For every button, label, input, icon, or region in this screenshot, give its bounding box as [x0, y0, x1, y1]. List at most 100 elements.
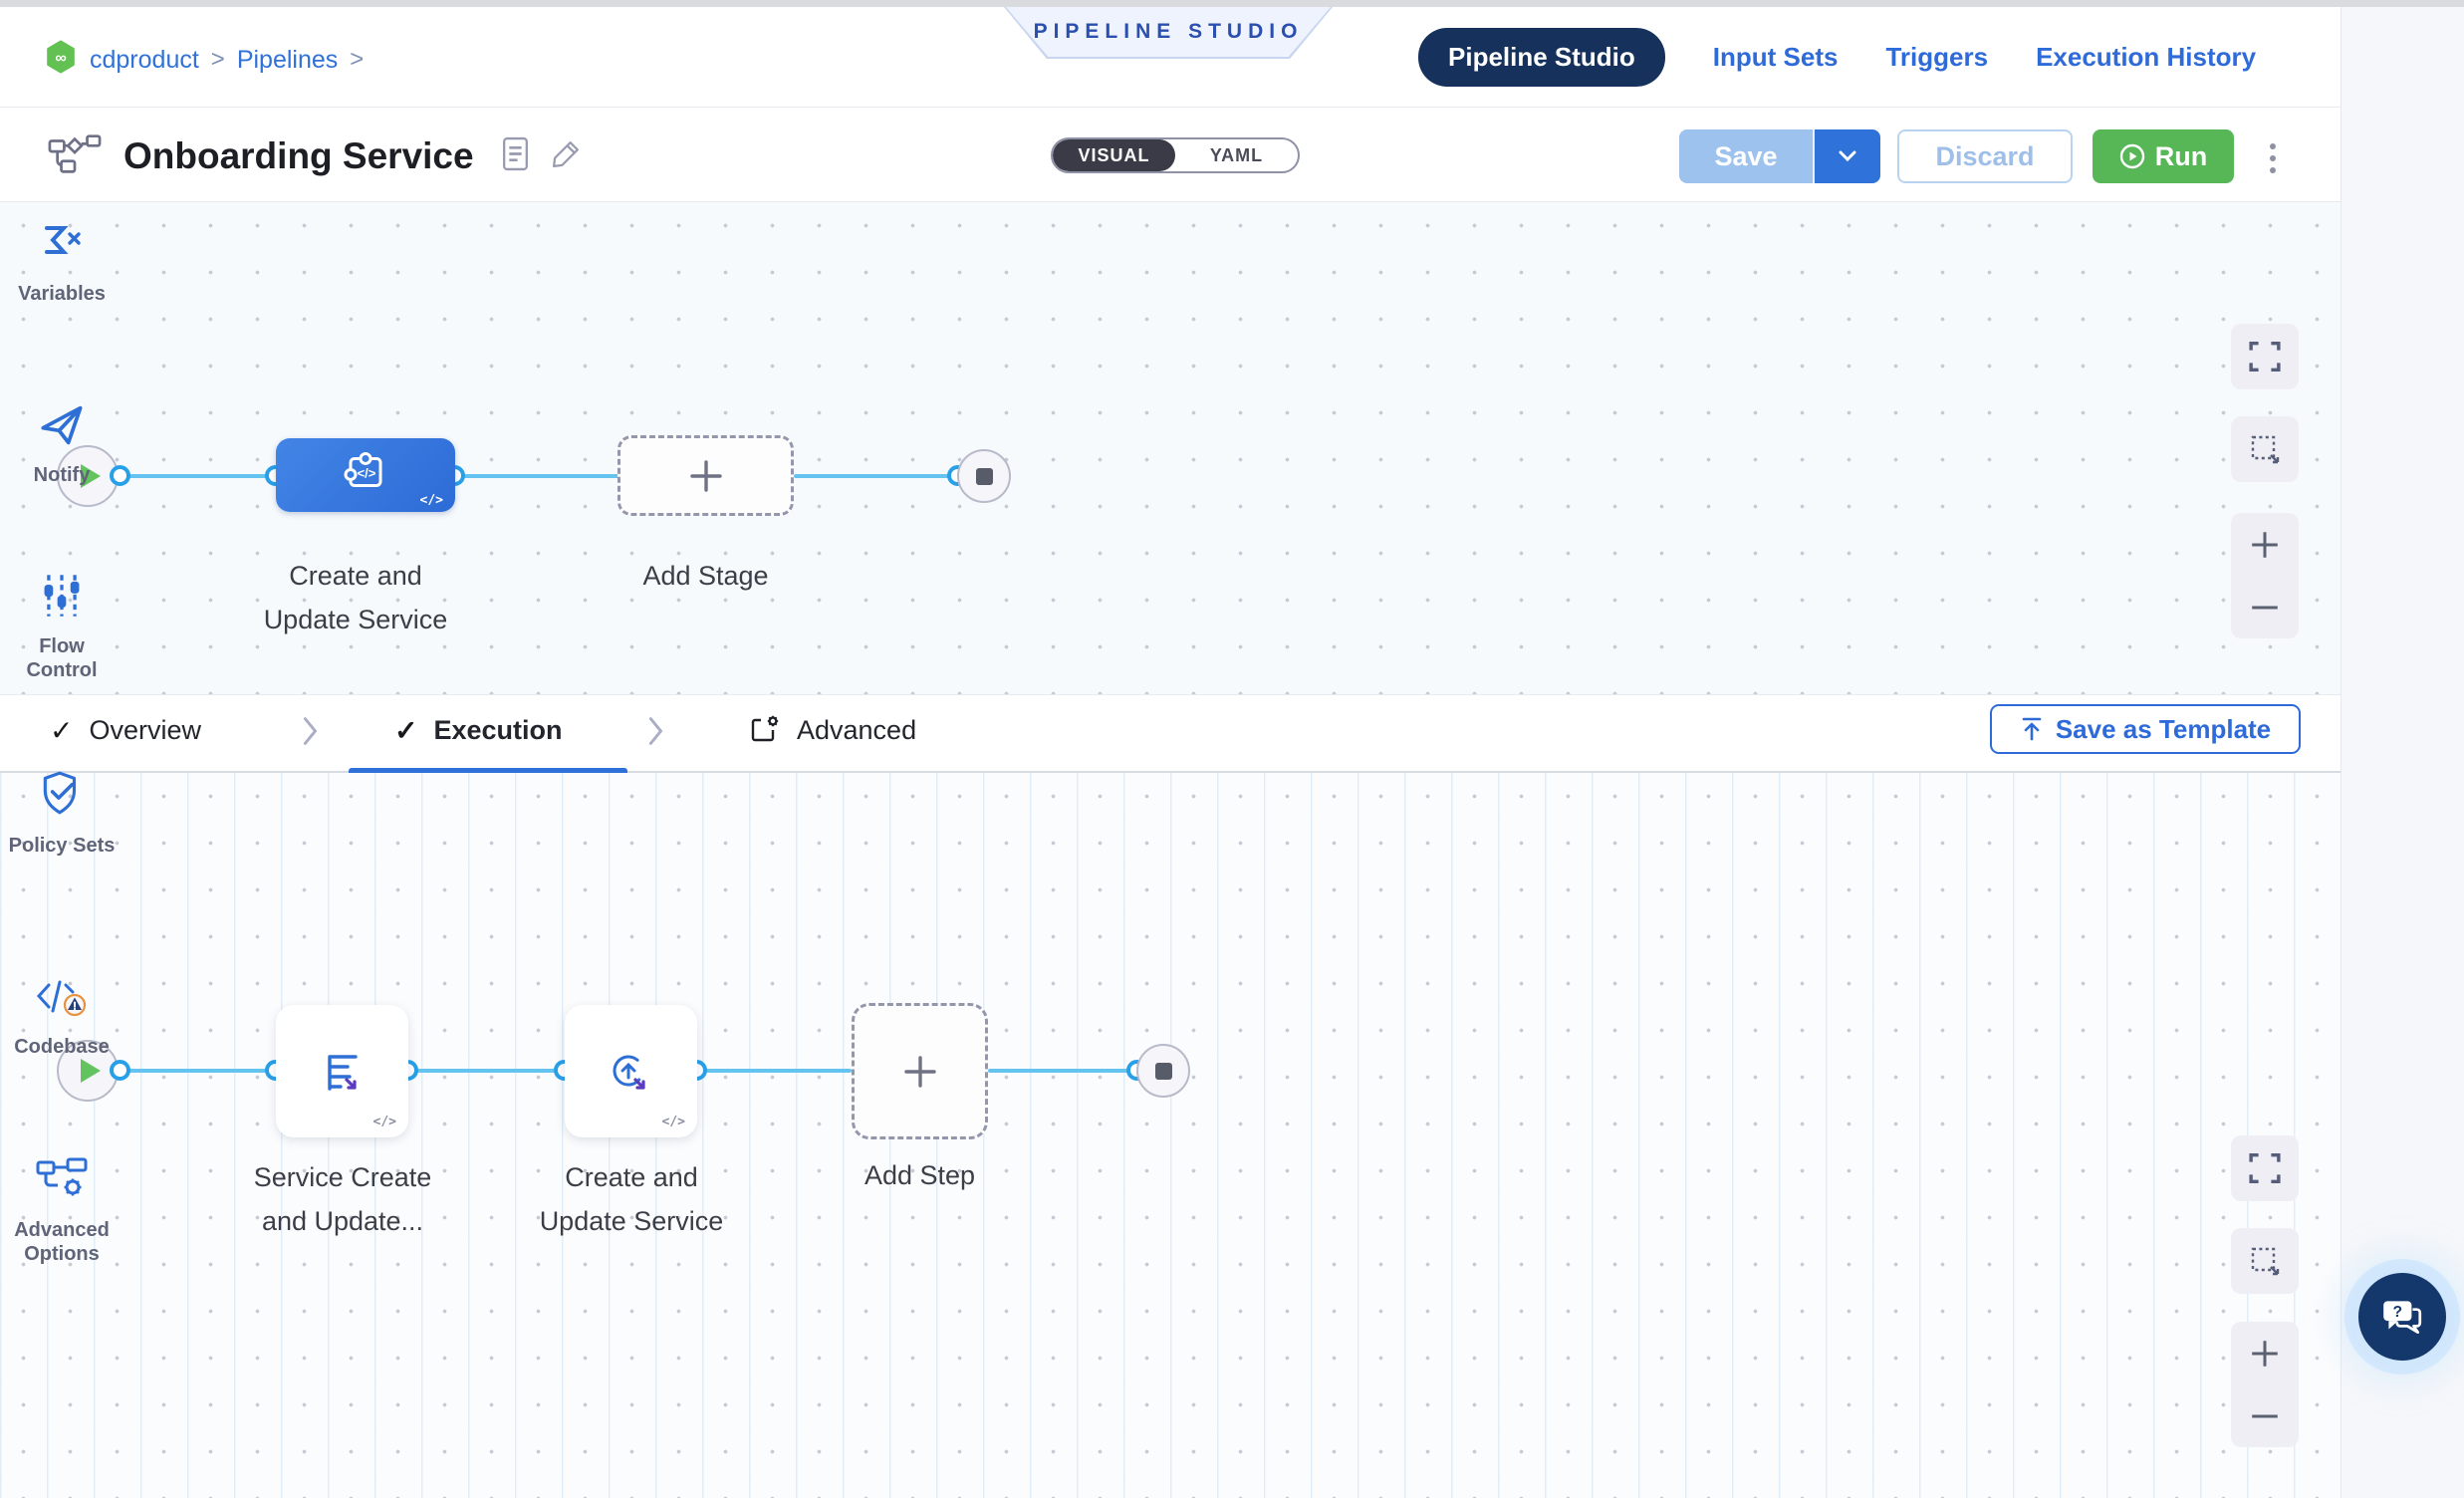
tab-overview[interactable]: ✓ Overview — [50, 714, 201, 747]
breadcrumb-separator: > — [210, 46, 225, 73]
tab-execution-history[interactable]: Execution History — [2036, 42, 2257, 72]
step-node-create-update-service[interactable]: </> — [565, 1005, 697, 1137]
service-script-icon — [317, 1049, 369, 1106]
start-play-icon — [81, 464, 101, 488]
multi-select-button[interactable] — [2231, 416, 2299, 482]
sidebar-item-label: Advanced Options — [14, 1219, 110, 1265]
sidebar-item-label: Notify — [33, 464, 91, 486]
page-title: Onboarding Service — [123, 135, 474, 176]
run-button[interactable]: Run — [2093, 129, 2234, 183]
svg-text:?: ? — [2393, 1304, 2403, 1321]
save-as-template-button[interactable]: Save as Template — [1990, 704, 2301, 754]
active-tab-underline — [349, 768, 627, 773]
run-play-icon — [2119, 143, 2145, 169]
add-stage-label: Add Stage — [642, 561, 769, 591]
zoom-controls — [2231, 513, 2299, 638]
description-doc-icon[interactable] — [502, 136, 529, 176]
connector-line — [697, 1069, 852, 1073]
tab-triggers[interactable]: Triggers — [1885, 42, 1989, 72]
chevron-right-icon — [302, 715, 320, 752]
discard-button[interactable]: Discard — [1897, 129, 2073, 183]
stage-node-create-update-service[interactable]: </> </> — [276, 438, 455, 512]
connector-line — [121, 1069, 276, 1073]
add-stage-button[interactable] — [617, 435, 794, 516]
sidebar-item-flow-control[interactable]: Flow Control — [0, 572, 123, 682]
svg-text:∞: ∞ — [55, 49, 66, 66]
cd-module-icon: ∞ — [44, 40, 78, 81]
svg-text:</>: </> — [358, 465, 376, 480]
tab-advanced-label: Advanced — [797, 714, 917, 745]
fit-to-screen-button[interactable] — [2231, 1135, 2299, 1201]
stage-label: Create and Update Service — [263, 561, 448, 634]
sidebar-item-notify[interactable]: Notify — [0, 402, 123, 487]
tab-overview-label: Overview — [89, 715, 201, 745]
start-play-icon — [81, 1059, 101, 1083]
sidebar-item-variables[interactable]: Variables — [0, 221, 123, 306]
advanced-options-flow-gear-icon — [35, 1155, 89, 1208]
end-stop-icon — [975, 467, 993, 485]
zoom-out-button[interactable] — [2249, 592, 2281, 624]
save-button[interactable]: Save — [1679, 129, 1813, 183]
right-sidebar — [2341, 7, 2464, 1498]
add-step-button[interactable] — [852, 1003, 988, 1139]
sidebar-item-policy-sets[interactable]: Policy Sets — [0, 769, 123, 858]
sidebar-item-advanced-options[interactable]: Advanced Options — [0, 1155, 123, 1266]
tab-pipeline-studio[interactable]: Pipeline Studio — [1418, 28, 1665, 87]
breadcrumb: ∞ cdproduct > Pipelines > — [44, 40, 364, 80]
stage-code-badge: </> — [419, 493, 443, 508]
zoom-out-button[interactable] — [2249, 1400, 2281, 1432]
breadcrumb-pipelines-link[interactable]: Pipelines — [236, 45, 339, 74]
more-options-kebab[interactable] — [2263, 138, 2283, 178]
plus-icon — [689, 459, 722, 492]
tab-advanced[interactable]: Advanced — [749, 714, 916, 746]
connector-line — [121, 474, 276, 478]
breadcrumb-project-link[interactable]: cdproduct — [90, 45, 199, 74]
chat-question-icon: ? — [2379, 1296, 2425, 1338]
plus-icon — [903, 1055, 936, 1088]
advanced-gear-doc-icon — [749, 714, 781, 746]
connector-line — [455, 474, 619, 478]
execution-canvas[interactable] — [0, 773, 2341, 1498]
step-code-badge: </> — [372, 1115, 396, 1129]
stage-config-tabbar — [0, 694, 2341, 773]
connector-port — [110, 1060, 130, 1081]
run-label: Run — [2154, 140, 2208, 171]
toggle-yaml[interactable]: YAML — [1209, 144, 1264, 165]
step-node-service-create-update[interactable]: </> — [276, 1005, 408, 1137]
toggle-visual[interactable]: VISUAL — [1053, 139, 1175, 171]
end-stop-icon — [1154, 1062, 1172, 1080]
pipeline-title-row: Onboarding Service — [48, 127, 582, 185]
banner-label: PIPELINE STUDIO — [1033, 20, 1304, 43]
step-label: Service Create and Update... — [253, 1162, 432, 1236]
edit-pencil-icon[interactable] — [551, 138, 582, 174]
save-options-caret-button[interactable] — [1813, 129, 1880, 183]
zoom-in-button[interactable] — [2249, 1338, 2281, 1370]
sidebar-item-label: Flow Control — [26, 635, 98, 681]
pipeline-studio-banner: PIPELINE STUDIO — [1004, 7, 1333, 59]
update-arrow-icon — [606, 1049, 657, 1106]
zoom-controls — [2231, 1322, 2299, 1447]
step-code-badge: </> — [661, 1115, 685, 1129]
upload-icon — [2020, 716, 2044, 742]
tab-input-sets[interactable]: Input Sets — [1712, 42, 1839, 72]
codebase-warning-icon — [35, 976, 89, 1025]
tab-execution[interactable]: ✓ Execution — [394, 714, 563, 747]
top-nav-tabs: Pipeline Studio Input Sets Triggers Exec… — [1418, 7, 2315, 108]
multi-select-button[interactable] — [2231, 1228, 2299, 1294]
breadcrumb-separator: > — [350, 46, 365, 73]
flow-control-sliders-icon — [40, 572, 84, 624]
fit-to-screen-button[interactable] — [2231, 324, 2299, 389]
tab-execution-label: Execution — [433, 715, 563, 745]
sidebar-item-label: Variables — [18, 283, 106, 305]
visual-yaml-toggle[interactable]: VISUAL YAML — [1051, 137, 1300, 173]
zoom-in-button[interactable] — [2249, 529, 2281, 561]
policy-shield-check-icon — [39, 769, 85, 824]
step-label: Create and Update Service — [539, 1162, 724, 1236]
help-chat-button[interactable]: ? — [2358, 1273, 2446, 1361]
chevron-right-icon — [647, 715, 665, 752]
connector-line — [988, 1069, 1137, 1073]
add-step-label: Add Step — [863, 1160, 976, 1190]
sidebar-item-codebase[interactable]: Codebase — [0, 976, 123, 1059]
variables-sigma-icon — [38, 221, 86, 272]
